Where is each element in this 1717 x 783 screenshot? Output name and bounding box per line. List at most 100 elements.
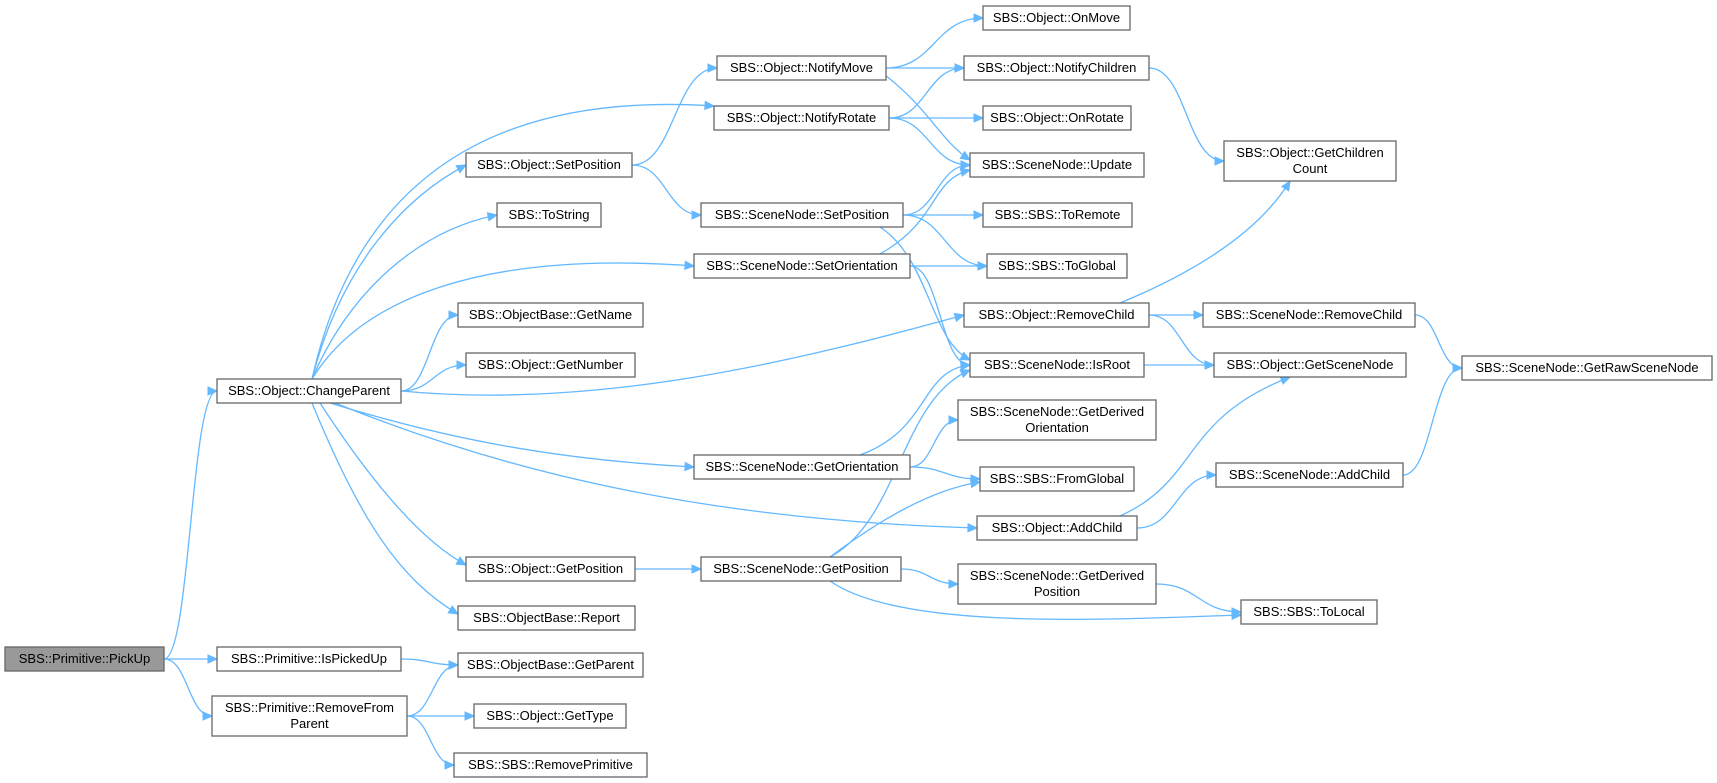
arrow-head-icon (1204, 360, 1216, 370)
node-label: SBS::Object::OnMove (993, 10, 1120, 25)
node-getname[interactable]: SBS::ObjectBase::GetName (457, 302, 644, 328)
node-box (453, 752, 648, 778)
node-onrotate[interactable]: SBS::Object::OnRotate (982, 105, 1132, 131)
node-pickup[interactable]: SBS::Primitive::PickUp (4, 646, 165, 672)
edge-sn_addchild-to-getrawscenenode (1402, 363, 1464, 476)
arrow-head-icon (959, 369, 972, 379)
node-box (963, 302, 1150, 328)
arrow-head-icon (486, 212, 499, 222)
arrow-head-icon (973, 13, 985, 23)
node-box (693, 454, 911, 480)
node-getscenenode[interactable]: SBS::Object::GetSceneNode (1213, 352, 1407, 378)
edge-notifyrotate-to-onrotate (889, 113, 985, 123)
arrow-head-icon (444, 760, 456, 770)
edge-obj_removechild-to-getchildrencount (1119, 179, 1291, 304)
node-getrawscenenode[interactable]: SBS::SceneNode::GetRawSceneNode (1461, 355, 1713, 381)
arrow-head-icon (953, 312, 966, 323)
edge-obj_addchild-to-sn_addchild (1136, 470, 1218, 529)
node-obj_getposition[interactable]: SBS::Object::GetPosition (465, 556, 636, 582)
edge-changeparent-to-notifyrotate (311, 100, 716, 380)
node-label: Position (1034, 584, 1080, 599)
arrow-head-icon (973, 210, 985, 220)
edge-line (400, 314, 965, 396)
node-tolocal[interactable]: SBS::SBS::ToLocal (1240, 599, 1378, 625)
node-label: SBS::SceneNode::RemoveChild (1216, 307, 1402, 322)
node-getnumber[interactable]: SBS::Object::GetNumber (465, 352, 636, 378)
edge-changeparent-to-tostring (311, 212, 499, 380)
node-label: SBS::ObjectBase::GetParent (467, 657, 634, 672)
node-sn_getposition[interactable]: SBS::SceneNode::GetPosition (700, 556, 902, 582)
arrow-head-icon (447, 605, 460, 615)
node-obj_addchild[interactable]: SBS::Object::AddChild (976, 515, 1138, 541)
edge-line (406, 715, 455, 766)
node-label: SBS::SceneNode::Update (982, 157, 1132, 172)
node-sn_addchild[interactable]: SBS::SceneNode::AddChild (1215, 462, 1404, 488)
arrow-head-icon (973, 113, 985, 123)
node-label: SBS::SceneNode::IsRoot (984, 357, 1130, 372)
node-label: SBS::SceneNode::SetOrientation (706, 258, 898, 273)
node-box (465, 352, 636, 378)
node-label: SBS::SBS::ToLocal (1253, 604, 1364, 619)
edge-pickup-to-changeparent (163, 386, 219, 660)
node-obj_setposition[interactable]: SBS::Object::SetPosition (465, 152, 633, 178)
node-label: SBS::Object::GetType (486, 708, 613, 723)
node-sn_isroot[interactable]: SBS::SceneNode::IsRoot (969, 352, 1145, 378)
node-report[interactable]: SBS::ObjectBase::Report (457, 605, 636, 631)
edge-changeparent-to-report (311, 402, 460, 615)
node-box (963, 55, 1150, 81)
node-toremote[interactable]: SBS::SBS::ToRemote (982, 202, 1133, 228)
node-toglobal[interactable]: SBS::SBS::ToGlobal (986, 253, 1128, 279)
node-changeparent[interactable]: SBS::Object::ChangeParent (216, 378, 402, 404)
edge-notifyrotate-to-notifychildren (888, 63, 966, 119)
node-label: SBS::SceneNode::GetDerived (970, 568, 1144, 583)
arrow-head-icon (1214, 156, 1226, 166)
node-label: Orientation (1025, 420, 1089, 435)
node-notifychildren[interactable]: SBS::Object::NotifyChildren (963, 55, 1150, 81)
node-box (1215, 462, 1404, 488)
node-label: SBS::Object::SetPosition (477, 157, 621, 172)
arrow-head-icon (684, 260, 696, 271)
node-sn_update[interactable]: SBS::SceneNode::Update (969, 152, 1145, 178)
node-onmove[interactable]: SBS::Object::OnMove (982, 5, 1131, 31)
node-gettype[interactable]: SBS::Object::GetType (473, 703, 627, 729)
node-box (465, 556, 636, 582)
node-getparent[interactable]: SBS::ObjectBase::GetParent (457, 652, 644, 678)
node-ispickedup[interactable]: SBS::Primitive::IsPickedUp (216, 646, 402, 672)
node-box (457, 302, 644, 328)
edge-line (311, 262, 695, 380)
edge-notifymove-to-onmove (885, 13, 985, 69)
node-label: SBS::SBS::RemovePrimitive (468, 757, 633, 772)
arrow-head-icon (691, 564, 703, 574)
node-obj_removechild[interactable]: SBS::Object::RemoveChild (963, 302, 1150, 328)
node-tostring[interactable]: SBS::ToString (496, 202, 602, 228)
node-box (976, 515, 1138, 541)
edge-line (1148, 67, 1225, 162)
node-sn_getorientation[interactable]: SBS::SceneNode::GetOrientation (693, 454, 911, 480)
edge-notifymove-to-notifychildren (886, 63, 966, 73)
node-removeprimitive[interactable]: SBS::SBS::RemovePrimitive (453, 752, 648, 778)
edge-sn_setposition-to-sn_update (902, 160, 972, 216)
node-sn_setposition[interactable]: SBS::SceneNode::SetPosition (700, 202, 904, 228)
node-notifyrotate[interactable]: SBS::Object::NotifyRotate (713, 105, 890, 131)
node-box (986, 253, 1128, 279)
arrow-head-icon (207, 654, 219, 664)
edge-changeparent-to-obj_removechild (400, 312, 966, 396)
arrow-head-icon (967, 522, 979, 533)
node-box (211, 695, 408, 737)
arrow-head-icon (448, 310, 460, 320)
node-fromglobal[interactable]: SBS::SBS::FromGlobal (979, 466, 1135, 492)
edge-line (884, 74, 971, 161)
arrow-head-icon (691, 210, 703, 220)
node-label: SBS::Object::AddChild (992, 520, 1123, 535)
edge-line (1136, 474, 1217, 529)
node-sn_setorientation[interactable]: SBS::SceneNode::SetOrientation (693, 253, 911, 279)
node-notifymove[interactable]: SBS::Object::NotifyMove (716, 55, 887, 81)
node-sn_removechild[interactable]: SBS::SceneNode::RemoveChild (1202, 302, 1416, 328)
edge-line (400, 314, 459, 392)
node-label: SBS::Object::GetNumber (478, 357, 624, 372)
node-label: SBS::ObjectBase::Report (473, 610, 620, 625)
